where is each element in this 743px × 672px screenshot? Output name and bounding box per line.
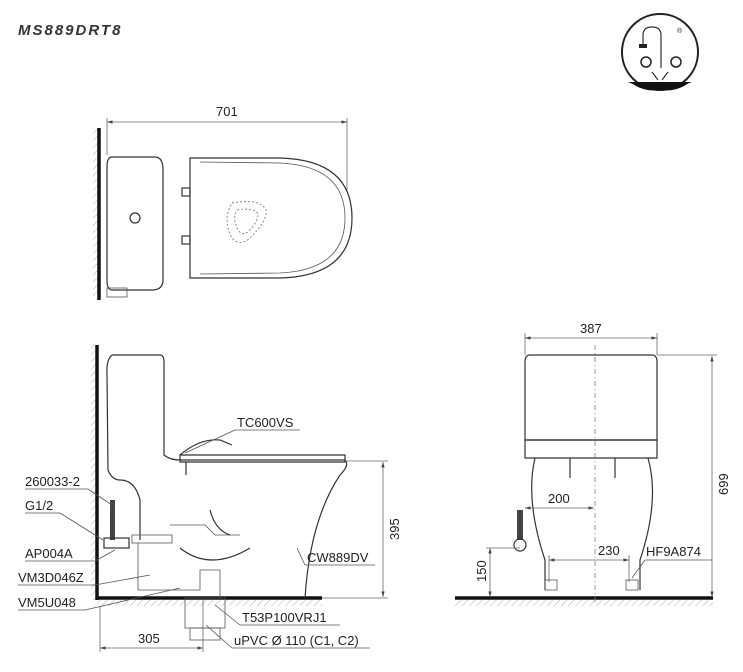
- label-tc600vs: TC600VS: [237, 415, 294, 430]
- dim-699: 699: [716, 473, 731, 495]
- side-view: 395 305 TC600VS 260033-2 G1/2 AP004A VM3…: [18, 345, 402, 652]
- label-hf9a874: HF9A874: [646, 544, 701, 559]
- label-upvc-pipe: uPVC Ø 110 (C1, C2): [234, 633, 359, 648]
- faucet-water-saving-icon: ®: [621, 13, 699, 91]
- dim-395: 395: [387, 518, 402, 540]
- top-view: 701: [93, 104, 353, 300]
- label-t53p100vrj1: T53P100VRJ1: [242, 610, 327, 625]
- dim-150: 150: [474, 560, 489, 582]
- svg-text:®: ®: [677, 27, 683, 35]
- dim-200: 200: [548, 491, 570, 506]
- label-cw889dv: CW889DV: [307, 550, 369, 565]
- label-vm5u048: VM5U048: [18, 595, 76, 610]
- dim-305: 305: [138, 631, 160, 646]
- dim-701: 701: [216, 104, 238, 119]
- label-ap004a: AP004A: [25, 546, 73, 561]
- label-vm3d046z: VM3D046Z: [18, 570, 84, 585]
- front-view: 387 699 200 230 150 HF9A874: [455, 321, 731, 606]
- dim-230: 230: [598, 543, 620, 558]
- model-title: MS889DRT8: [18, 22, 122, 39]
- label-260033-2: 260033-2: [25, 474, 80, 489]
- label-g1-2: G1/2: [25, 498, 53, 513]
- dim-387: 387: [580, 321, 602, 336]
